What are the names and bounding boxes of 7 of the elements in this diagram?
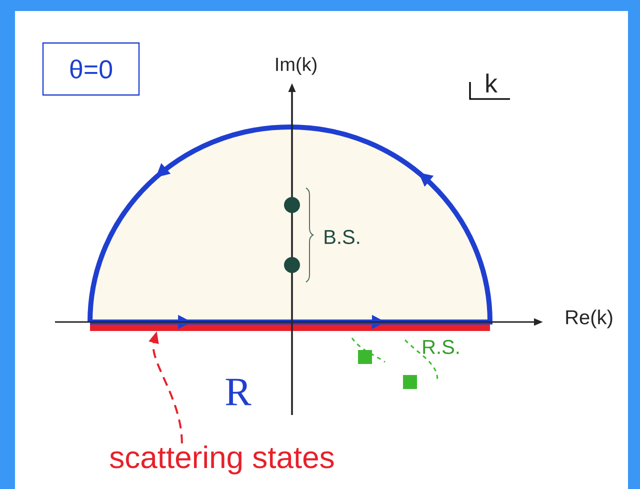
variable-label: k [486,74,498,92]
axis-label: Re(k) [566,310,612,328]
region-label: R [226,378,252,406]
theta-label-box: θ=0 [42,42,140,96]
scattering-states-label: scattering states [110,446,334,474]
axis-label: Im(k) [276,57,316,75]
bound-states-label: B.S. [324,230,360,244]
